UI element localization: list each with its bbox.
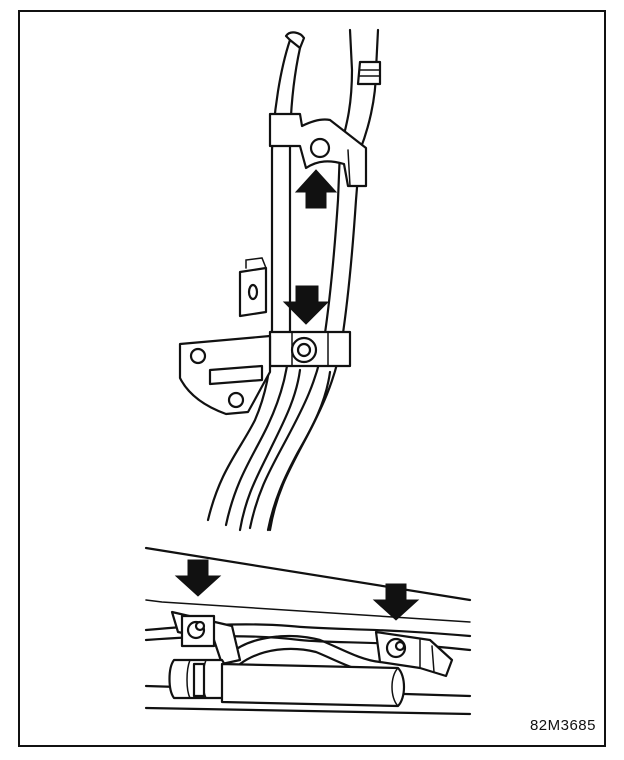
figure-code: 82M3685 — [529, 717, 596, 734]
upper-view — [178, 28, 382, 532]
lower-clamp-arrow — [282, 285, 330, 325]
left-bottom-clamp-arrow — [174, 559, 222, 597]
right-bottom-clamp-arrow — [372, 583, 420, 621]
upper-clamp-arrow — [294, 169, 338, 209]
lower-view — [144, 546, 472, 716]
